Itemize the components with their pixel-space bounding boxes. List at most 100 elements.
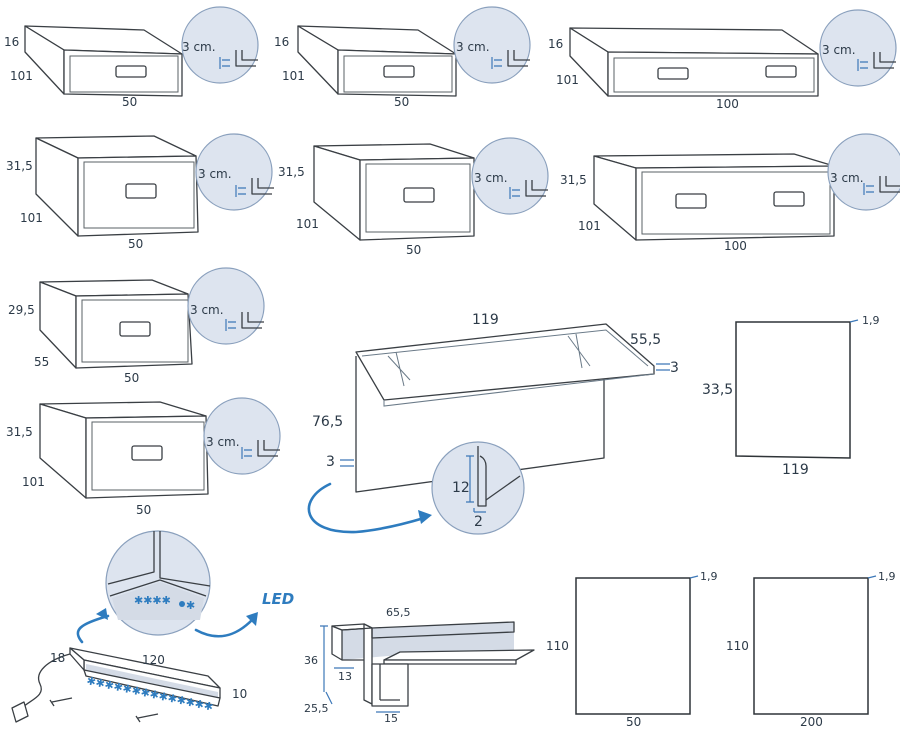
led-strip-icon: ✱✱✱✱ ✱ — [134, 594, 195, 612]
drawer-6-detail-label: 3 cm. — [830, 171, 864, 185]
detail-arrow-icon — [307, 482, 426, 534]
panel-200-height: 110 — [726, 639, 749, 653]
led-label: LED — [262, 590, 294, 608]
led-arrow-right-icon — [194, 618, 254, 638]
panel-50-diagram: 1,9 110 50 — [546, 570, 718, 729]
drawer-2-width: 50 — [394, 95, 409, 109]
panel-119-thickness: 1,9 — [862, 314, 880, 327]
shelf-depth: 10 — [232, 687, 247, 701]
drawer-6-depth: 101 — [578, 219, 601, 233]
drawer-3-detail-circle: 3 cm. — [819, 9, 897, 87]
screw-icon — [49, 697, 73, 707]
drawer-3-detail-label: 3 cm. — [822, 43, 856, 57]
drawer-3-depth: 101 — [556, 73, 579, 87]
drawer-unit-1: 16 101 50 3 cm. — [4, 6, 259, 109]
panel-119-diagram: 1,9 33,5 119 — [702, 314, 880, 478]
drawer-7-depth: 55 — [34, 355, 49, 369]
power-cable-icon — [21, 653, 71, 709]
drawer-unit-5: 31,5 101 50 3 cm. — [278, 137, 549, 257]
drawer-2-depth: 101 — [282, 69, 305, 83]
drawer-7-height: 29,5 — [8, 303, 35, 317]
panel-50-thickness: 1,9 — [700, 570, 718, 583]
desk-detail-width: 2 — [474, 514, 483, 530]
drawer-7-width: 50 — [124, 371, 139, 385]
desk-diagram: 119 55,5 3 76,5 3 12 2 — [307, 312, 679, 535]
drawer-6-height: 31,5 — [560, 173, 587, 187]
drawer-4-height: 31,5 — [6, 159, 33, 173]
drawer-8-detail-label: 3 cm. — [206, 435, 240, 449]
drawer-8-height: 31,5 — [6, 425, 33, 439]
panel-200-thickness: 1,9 — [878, 570, 896, 583]
drawer-2-height: 16 — [274, 35, 289, 49]
desk-depth: 55,5 — [630, 332, 661, 348]
drawer-handle-icon — [125, 183, 157, 199]
drawer-handle-icon — [765, 65, 797, 78]
drawer-4-depth: 101 — [20, 211, 43, 225]
unit-width: 65,5 — [386, 606, 411, 619]
drawer-unit-7: 29,5 55 50 3 cm. — [8, 267, 265, 385]
drawer-8-width: 50 — [136, 503, 151, 517]
drawer-3-height: 16 — [548, 37, 563, 51]
unit-depth: 25,5 — [304, 702, 329, 715]
shelf-height: 18 — [50, 651, 65, 665]
panel-50-height: 110 — [546, 639, 569, 653]
drawer-5-width: 50 — [406, 243, 421, 257]
drawer-5-detail-circle: 3 cm. — [471, 137, 549, 215]
drawer-8-detail-circle: 3 cm. — [203, 397, 281, 475]
drawer-4-detail-label: 3 cm. — [198, 167, 232, 181]
drawer-6-detail-circle: 3 cm. — [827, 133, 900, 211]
drawer-unit-2: 16 101 50 3 cm. — [274, 6, 531, 109]
drawer-handle-icon — [119, 321, 151, 337]
unit-inner-depth: 13 — [338, 670, 352, 683]
drawer-5-depth: 101 — [296, 217, 319, 231]
panel-119-width: 119 — [782, 462, 809, 478]
drawer-7-detail-circle: 3 cm. — [187, 267, 265, 345]
desk-leg-thickness: 3 — [326, 454, 335, 470]
drawer-5-detail-label: 3 cm. — [474, 171, 508, 185]
drawer-handle-icon — [403, 187, 435, 203]
drawer-handle-icon — [657, 67, 689, 80]
drawer-unit-8: 31,5 101 50 3 cm. — [6, 397, 281, 517]
drawer-7-detail-label: 3 cm. — [190, 303, 224, 317]
unit-height: 36 — [304, 654, 318, 667]
drawer-4-width: 50 — [128, 237, 143, 251]
drawer-handle-icon — [115, 65, 147, 78]
drawer-1-height: 16 — [4, 35, 19, 49]
panel-200-width: 200 — [800, 715, 823, 729]
led-arrow-down-icon — [76, 614, 110, 644]
shelf-width: 120 — [142, 653, 165, 667]
screw-icon — [135, 713, 159, 723]
drawer-handle-icon — [675, 193, 707, 209]
desk-detail-height: 12 — [452, 480, 470, 496]
drawer-2-detail-label: 3 cm. — [456, 40, 490, 54]
drawer-unit-3: 16 101 100 3 cm. — [548, 9, 897, 111]
desk-height: 76,5 — [312, 414, 343, 430]
desk-width: 119 — [472, 312, 499, 328]
drawer-2-detail-circle: 3 cm. — [453, 6, 531, 84]
floating-unit-diagram: 65,5 36 13 25,5 15 — [304, 606, 535, 725]
svg-text:✱✱✱✱: ✱✱✱✱ — [134, 594, 171, 607]
drawer-6-width: 100 — [724, 239, 747, 253]
desk-detail-circle: 12 2 — [431, 441, 525, 535]
desk-top-thickness: 3 — [670, 360, 679, 376]
power-plug-icon — [11, 701, 29, 723]
led-detail-circle: ✱✱✱✱ ✱ — [105, 530, 211, 636]
drawer-unit-4: 31,5 101 50 3 cm. — [6, 133, 275, 251]
drawer-4-detail-circle: 3 cm. — [195, 133, 275, 211]
drawer-unit-6: 31,5 101 100 3 cm. — [560, 133, 900, 253]
svg-text:✱: ✱ — [186, 599, 195, 612]
drawer-handle-icon — [131, 445, 163, 461]
drawer-1-detail-label: 3 cm. — [182, 40, 216, 54]
led-shelf-diagram: ✱✱✱✱ ✱ LED ✱✱✱✱✱✱✱✱✱✱✱✱✱✱ 18 120 10 — [11, 530, 294, 723]
drawer-handle-icon — [383, 65, 415, 78]
drawer-1-depth: 101 — [10, 69, 33, 83]
panel-119-height: 33,5 — [702, 382, 733, 398]
drawer-handle-icon — [773, 191, 805, 207]
drawer-5-height: 31,5 — [278, 165, 305, 179]
drawer-1-width: 50 — [122, 95, 137, 109]
drawer-8-depth: 101 — [22, 475, 45, 489]
drawer-1-detail-circle: 3 cm. — [181, 6, 259, 84]
unit-inner-width: 15 — [384, 712, 398, 725]
panel-200-diagram: 1,9 110 200 — [726, 570, 896, 729]
